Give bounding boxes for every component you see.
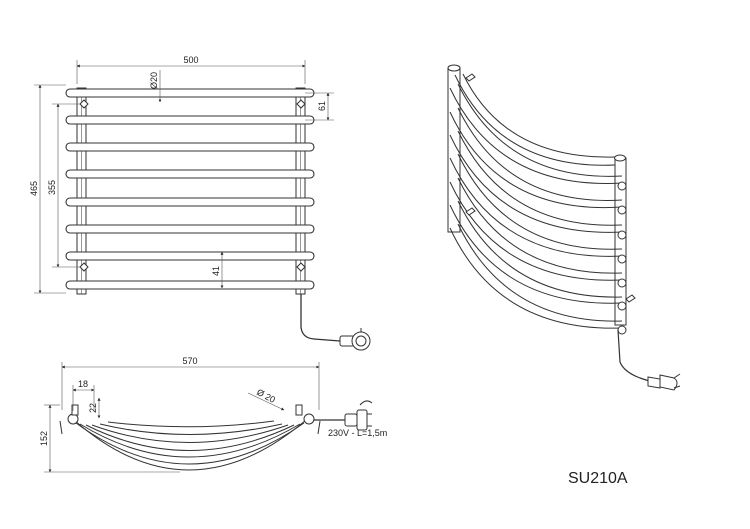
dim-pipe-diameter: Ø 20 — [247, 387, 285, 411]
bar-3 — [65, 142, 315, 152]
label-height-mount: 355 — [47, 180, 57, 195]
bar-4 — [65, 169, 315, 179]
iso-plug-icon — [647, 373, 681, 391]
model-code: SU210A — [568, 470, 628, 487]
mount-brackets — [79, 99, 306, 272]
bar-1 — [65, 88, 315, 98]
top-view: 570 18 22 Ø 20 152 230V - L=1,5m — [39, 356, 387, 473]
dim-bottom-offset: 41 — [211, 251, 224, 289]
bar-5 — [65, 197, 315, 207]
bar-7 — [65, 251, 315, 261]
iso-brackets — [465, 73, 636, 303]
cable-note: 230V - L=1,5m — [328, 428, 387, 438]
label-height-total: 465 — [29, 181, 39, 196]
label-offset-x: 18 — [78, 379, 88, 389]
heating-bars — [65, 88, 315, 290]
iso-power-cable — [617, 329, 653, 383]
label-width: 500 — [183, 55, 198, 65]
plug-icon — [339, 328, 371, 351]
dim-offset-y: 22 — [88, 397, 101, 419]
label-top-width: 570 — [182, 356, 197, 366]
iso-curved-tubes — [449, 73, 623, 329]
iso-tube-ends — [617, 181, 627, 335]
plug-top-icon — [344, 400, 373, 431]
dim-depth: 152 — [39, 404, 180, 473]
power-cable — [300, 294, 341, 342]
label-top-offset: 61 — [317, 101, 327, 111]
label-bottom-offset: 41 — [211, 266, 221, 276]
dim-top-width: 570 — [61, 356, 320, 410]
dim-front-width: 500 — [76, 55, 306, 84]
dim-offset-x: 18 — [72, 379, 95, 411]
label-tube-diameter: Ø20 — [149, 72, 159, 89]
bar-2 — [65, 115, 315, 125]
dim-tube-diameter: Ø20 — [149, 70, 162, 103]
dim-height-mount: 355 — [47, 103, 80, 268]
end-posts-top — [59, 404, 321, 435]
label-depth: 152 — [39, 431, 49, 446]
dim-height-total: 465 — [29, 84, 66, 294]
label-offset-y: 22 — [88, 403, 98, 413]
label-pipe-diameter: Ø 20 — [255, 387, 277, 405]
isometric-view — [447, 64, 681, 391]
bar-6 — [65, 224, 315, 234]
front-view: 500 Ø20 61 41 465 — [29, 55, 371, 351]
dim-top-offset: 61 — [305, 92, 334, 121]
bar-8 — [65, 280, 315, 290]
curved-bars-top — [73, 419, 307, 471]
